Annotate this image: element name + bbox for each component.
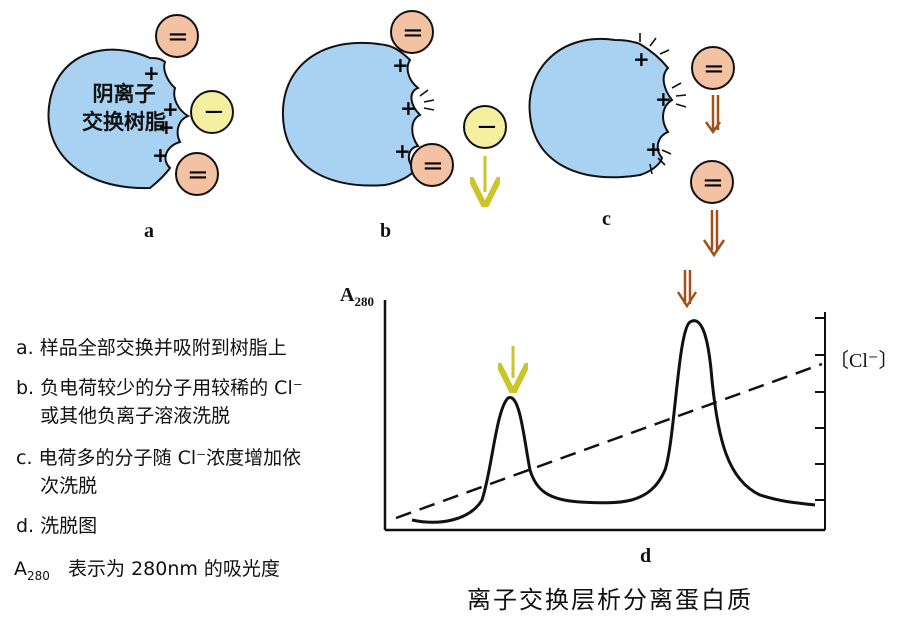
panel-a: + + + + = − = bbox=[47, 14, 234, 196]
double-arrow-brown bbox=[702, 210, 726, 258]
legend-item-d: d. 洗脱图 bbox=[16, 515, 98, 537]
legend-item-b-cont: 或其他负离子溶液洗脱 bbox=[16, 405, 231, 427]
resin-bead-a bbox=[47, 48, 191, 190]
plus-sign: + bbox=[162, 97, 179, 121]
absorbance-curve bbox=[411, 319, 816, 524]
svg-text:=: = bbox=[703, 54, 725, 84]
panel-label-b: b bbox=[380, 220, 392, 242]
double-arrow-brown bbox=[704, 95, 722, 135]
double-charge-ion bbox=[691, 46, 735, 90]
panel-label-d: d bbox=[640, 545, 652, 567]
y-axis-label: A280 bbox=[340, 284, 374, 309]
panel-label-c: c bbox=[602, 208, 611, 230]
legend-item-c: c. 电荷多的分子随 Cl⁻浓度增加依 bbox=[16, 447, 302, 469]
chloride-label: 〔Cl⁻〕 bbox=[829, 350, 899, 372]
double-charge-ion bbox=[155, 14, 199, 58]
right-axis-ticks bbox=[815, 317, 825, 501]
plus-sign: + bbox=[394, 139, 411, 163]
svg-text:=: = bbox=[187, 160, 209, 190]
resin-bead-b bbox=[281, 41, 422, 187]
legend-item-c-cont: 次洗脱 bbox=[16, 475, 98, 497]
elution-chart bbox=[383, 270, 826, 532]
plus-sign: + bbox=[143, 61, 160, 85]
figure-caption: 离子交换层析分离蛋白质 bbox=[467, 586, 753, 614]
svg-text:=: = bbox=[422, 151, 444, 181]
svg-text:−: − bbox=[476, 112, 498, 142]
legend-item-b: b. 负电荷较少的分子用较稀的 Cl⁻ bbox=[16, 377, 303, 399]
svg-text:−: − bbox=[203, 97, 225, 127]
panel-c: + + + = = bbox=[528, 33, 735, 258]
panel-label-a: a bbox=[144, 220, 154, 242]
plus-sign: + bbox=[655, 87, 672, 111]
svg-text:=: = bbox=[402, 18, 424, 48]
svg-text:=: = bbox=[167, 22, 189, 52]
resin-label: 阴离子 交换树脂 bbox=[82, 82, 166, 134]
resin-bead-c bbox=[528, 37, 674, 179]
legend-item-a: a. 样品全部交换并吸附到树脂上 bbox=[16, 337, 287, 359]
peak-arrow-brown bbox=[676, 270, 698, 309]
double-charge-ion bbox=[390, 10, 434, 54]
double-charge-ion bbox=[690, 160, 734, 204]
plus-sign: + bbox=[158, 115, 175, 139]
svg-text:=: = bbox=[702, 168, 724, 198]
double-charge-ion bbox=[175, 152, 219, 196]
plus-sign: + bbox=[152, 143, 169, 167]
single-charge-ion bbox=[463, 105, 507, 149]
panel-b: + + + = = − bbox=[281, 10, 507, 192]
plus-sign: + bbox=[633, 47, 650, 71]
plus-sign: + bbox=[400, 96, 417, 120]
chloride-gradient bbox=[395, 362, 823, 520]
a280-definition: A280 表示为 280nm 的吸光度 bbox=[14, 558, 280, 583]
double-charge-ion bbox=[410, 143, 454, 187]
plus-sign: + bbox=[392, 53, 409, 77]
plus-sign: + bbox=[645, 137, 662, 161]
single-charge-ion bbox=[190, 90, 234, 134]
